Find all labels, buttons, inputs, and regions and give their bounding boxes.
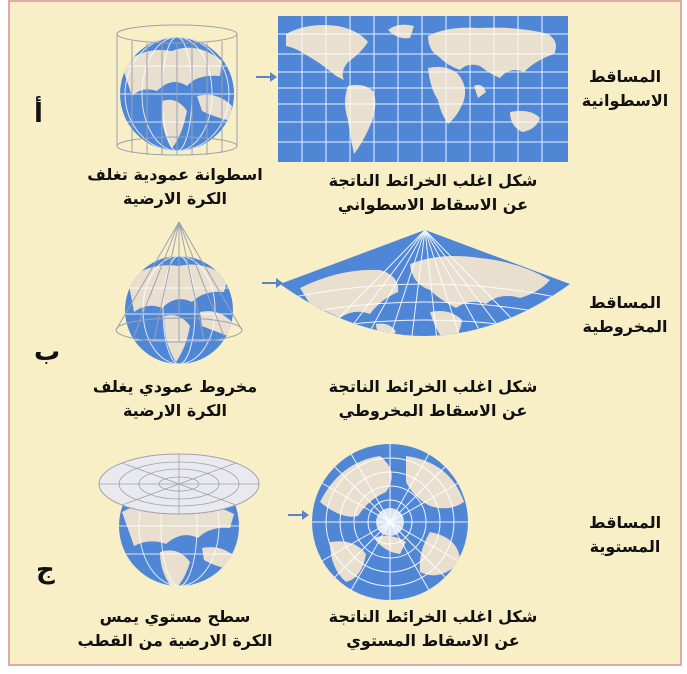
row-c-map-caption-line2: عن الاسقاط المستوي bbox=[346, 631, 520, 650]
row-a-title-line2: الاسطوانية bbox=[581, 91, 669, 110]
globe-in-cylinder-icon bbox=[116, 24, 238, 156]
row-b-map-caption-line2: عن الاسقاط المخروطي bbox=[338, 401, 528, 420]
conic-map-icon bbox=[280, 230, 570, 336]
row-b-title-line1: المساقط bbox=[588, 293, 662, 312]
globe-in-cone-icon bbox=[115, 221, 243, 364]
row-b-title-line2: المخروطية bbox=[582, 317, 668, 336]
arrow-icon bbox=[256, 72, 277, 82]
row-a-model-caption-line1: اسطوانة عمودية تغلف bbox=[87, 165, 263, 184]
row-c-model-caption-line2: الكرة الارضية من القطب bbox=[77, 631, 273, 650]
row-a-title-line1: المساقط bbox=[588, 67, 662, 86]
azimuthal-map-icon bbox=[312, 444, 468, 600]
row-a-model-caption-line2: الكرة الارضية bbox=[122, 189, 228, 208]
row-c-title-line2: المستوية bbox=[589, 537, 661, 556]
row-c-letter: ج bbox=[36, 555, 55, 585]
row-b-model-caption-line2: الكرة الارضية bbox=[122, 401, 228, 420]
projections-diagram: المساقط الاسطوانية أ شكل اغلب الخرائط ال… bbox=[8, 0, 682, 666]
row-b-map-caption-line1: شكل اغلب الخرائط الناتجة bbox=[328, 377, 538, 396]
cylindrical-map-icon bbox=[278, 16, 568, 162]
row-a-letter: أ bbox=[34, 99, 43, 129]
row-c-title-line1: المساقط bbox=[588, 513, 662, 532]
row-b-model-caption-line1: مخروط عمودي يغلف bbox=[92, 377, 258, 396]
arrow-icon bbox=[288, 510, 309, 520]
row-c-model-caption-line1: سطح مستوي يمس bbox=[99, 607, 251, 626]
row-a-map-caption-line1: شكل اغلب الخرائط الناتجة bbox=[328, 171, 538, 190]
row-a-map-caption-line2: عن الاسقاط الاسطواني bbox=[337, 195, 529, 214]
arrow-icon bbox=[262, 278, 283, 288]
row-b-letter: ب bbox=[34, 337, 61, 367]
globe-with-tangent-plane-icon bbox=[98, 453, 260, 586]
row-c-map-caption-line1: شكل اغلب الخرائط الناتجة bbox=[328, 607, 538, 626]
